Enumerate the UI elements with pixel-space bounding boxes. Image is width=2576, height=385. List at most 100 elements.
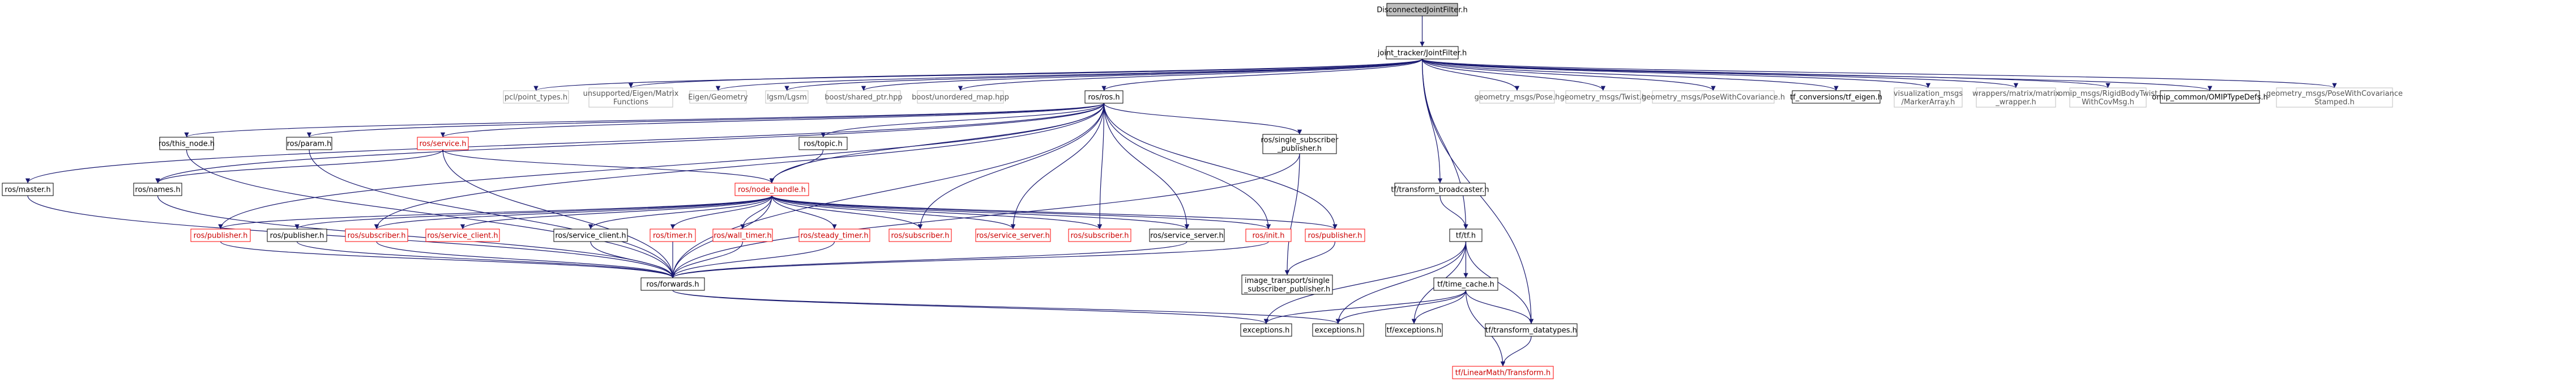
node-label: pcl/point_types.h xyxy=(505,94,567,102)
node-nh-timer[interactable]: ros/timer.h xyxy=(650,229,696,242)
node-nh-subscriber-red3[interactable]: ros/subscriber.h xyxy=(1068,229,1131,242)
edge-ros_ros-to-ros_single_sub_pub xyxy=(1103,103,1302,135)
node-label: ros/publisher.h xyxy=(1308,232,1362,240)
node-exceptions-a[interactable]: exceptions.h xyxy=(1240,323,1292,337)
node-box xyxy=(765,90,809,104)
node-box xyxy=(1149,229,1225,242)
node-box xyxy=(1240,323,1292,337)
node-label: ros/publisher.h xyxy=(270,232,324,240)
node-box xyxy=(1452,366,1554,379)
node-tf-broadcaster[interactable]: tf/transform_broadcaster.h xyxy=(1391,183,1489,196)
node-box xyxy=(712,229,773,242)
node-label: ros/node_handle.h xyxy=(738,186,806,194)
node-ros-ros[interactable]: ros/ros.h xyxy=(1084,90,1123,104)
node-wrappers-matrix[interactable]: wrappers/matrix/matrix_wrapper.h xyxy=(1972,87,2060,108)
node-nh-subscriber-red2[interactable]: ros/subscriber.h xyxy=(888,229,952,242)
edge-nh_service_client-to-ros_forwards xyxy=(590,241,676,278)
node-box xyxy=(1245,229,1292,242)
node-ros-param[interactable]: ros/param.h xyxy=(286,137,332,150)
node-label: ros/subscriber.h xyxy=(891,232,949,240)
edge-joint_filter-to-eigen_matrix_functions xyxy=(629,58,1423,88)
node-label: ros/steady_timer.h xyxy=(800,232,868,240)
node-omip-typedefs[interactable]: omip_common/OMIPTypeDefs.h xyxy=(2152,90,2268,104)
node-label: image_transport/single xyxy=(1245,277,1330,285)
node-ros-publisher-red4[interactable]: ros/publisher.h xyxy=(1305,229,1365,242)
edge-ros_publisher_red4-to-image_transport xyxy=(1284,241,1336,276)
node-label: ros/master.h xyxy=(5,186,50,194)
edge-joint_filter-to-visualization_marker xyxy=(1421,58,1930,88)
edge-ros_single_sub_pub-to-image_transport xyxy=(1284,153,1300,276)
node-box xyxy=(2,183,54,196)
node-visualization-marker[interactable]: visualization_msgs/MarkerArray.h xyxy=(1894,87,1963,108)
node-box xyxy=(917,90,1004,104)
node-ros-single-sub-pub[interactable]: ros/single_subscriber_publisher.h xyxy=(1261,134,1339,154)
node-ros-topic[interactable]: ros/topic.h xyxy=(798,137,848,150)
node-nh-publisher[interactable]: ros/publisher.h xyxy=(267,229,327,242)
node-geometry-twist[interactable]: geometry_msgs/Twist.h xyxy=(1560,90,1647,104)
node-nh-service-server[interactable]: ros/service_server.h xyxy=(1149,229,1225,242)
node-ros-node-handle[interactable]: ros/node_handle.h xyxy=(734,183,809,196)
node-label: ros/topic.h xyxy=(804,140,843,149)
edge-ros_service-to-ros_names xyxy=(155,149,443,184)
node-tf-conversions[interactable]: tf_conversions/tf_eigen.h xyxy=(1790,90,1882,104)
edge-nh_subscriber_red-to-ros_forwards xyxy=(376,241,676,278)
edge-joint_filter-to-pcl_point_types xyxy=(533,58,1423,91)
node-unordered-map[interactable]: boost/unordered_map.hpp xyxy=(912,90,1009,104)
edge-ros_ros-to-nh_subscriber_red xyxy=(374,103,1105,230)
node-joint-filter[interactable]: joint_tracker/JointFilter.h xyxy=(1377,46,1467,60)
node-lgsm[interactable]: lgsm/Lgsm xyxy=(765,90,809,104)
node-nh-steady-timer[interactable]: ros/steady_timer.h xyxy=(798,229,870,242)
node-label: tf/exceptions.h xyxy=(1387,327,1442,335)
node-tf-exceptions[interactable]: tf/exceptions.h xyxy=(1385,323,1443,337)
node-ros-forwards[interactable]: ros/forwards.h xyxy=(640,277,705,291)
node-exceptions-b[interactable]: exceptions.h xyxy=(1312,323,1364,337)
node-geometry-pose-cov-stamped[interactable]: geometry_msgs/PoseWithCovarianceStamped.… xyxy=(2266,87,2403,108)
edge-joint_filter-to-lgsm xyxy=(784,58,1423,91)
node-pcl-point-types[interactable]: pcl/point_types.h xyxy=(503,90,569,104)
node-label: ros/names.h xyxy=(135,186,180,194)
node-box xyxy=(1312,323,1364,337)
node-box xyxy=(1565,90,1641,104)
node-eigen-geometry[interactable]: Eigen/Geometry xyxy=(688,90,748,104)
node-nh-service-client-red[interactable]: ros/service_client.h xyxy=(425,229,500,242)
node-nh-service-client[interactable]: ros/service_client.h xyxy=(553,229,628,242)
node-box xyxy=(734,183,809,196)
node-tf-time-cache[interactable]: tf/time_cache.h xyxy=(1433,277,1498,291)
node-ros-service[interactable]: ros/service.h xyxy=(417,137,469,150)
node-ros-this-node[interactable]: ros/this_node.h xyxy=(159,137,215,150)
node-box xyxy=(1084,90,1123,104)
node-linear-math-transform[interactable]: tf/LinearMath/Transform.h xyxy=(1452,366,1554,379)
node-geometry-pose[interactable]: geometry_msgs/Pose.h xyxy=(1475,90,1560,104)
edge-ros_ros-to-nh_service_server_red xyxy=(1010,103,1105,230)
node-tf-transform-datatypes[interactable]: tf/transform_datatypes.h xyxy=(1485,323,1578,337)
node-tf-tf[interactable]: tf/tf.h xyxy=(1449,229,1483,242)
node-nh-service-server-red[interactable]: ros/service_server.h xyxy=(975,229,1051,242)
node-box xyxy=(553,229,628,242)
node-image-transport[interactable]: image_transport/single_subscriber_publis… xyxy=(1241,274,1333,295)
edge-ros_ros-to-nh_publisher_red xyxy=(218,103,1105,230)
edge-ros_node_handle-to-ros_publisher_red4 xyxy=(771,195,1338,230)
node-label: tf/LinearMath/Transform.h xyxy=(1455,369,1550,378)
node-box xyxy=(1652,90,1775,104)
node-geometry-pose-cov[interactable]: geometry_msgs/PoseWithCovariance.h xyxy=(1642,90,1785,104)
node-nh-subscriber-red[interactable]: ros/subscriber.h xyxy=(345,229,408,242)
edge-nh_service_server-to-ros_forwards xyxy=(670,241,1187,278)
node-nh-publisher-red[interactable]: ros/publisher.h xyxy=(190,229,251,242)
node-shared-ptr[interactable]: boost/shared_ptr.hpp xyxy=(825,90,903,104)
edge-joint_filter-to-tf_broadcaster xyxy=(1421,58,1443,184)
node-box xyxy=(1394,183,1486,196)
node-label: joint_tracker/JointFilter.h xyxy=(1377,49,1467,58)
node-box xyxy=(2276,87,2393,108)
node-ros-names[interactable]: ros/names.h xyxy=(133,183,182,196)
node-nh-wall-timer[interactable]: ros/wall_timer.h xyxy=(712,229,773,242)
node-label: tf_conversions/tf_eigen.h xyxy=(1790,94,1882,102)
node-ros-init[interactable]: ros/init.h xyxy=(1245,229,1292,242)
edge-ros_node_handle-to-nh_steady_timer xyxy=(771,195,837,230)
node-label: geometry_msgs/Twist.h xyxy=(1560,94,1647,102)
edge-ros_ros-to-ros_init xyxy=(1103,103,1271,230)
node-ros-master[interactable]: ros/master.h xyxy=(2,183,54,196)
edge-ros_ros-to-ros_publisher_red4 xyxy=(1103,103,1338,230)
node-box xyxy=(1241,274,1333,295)
